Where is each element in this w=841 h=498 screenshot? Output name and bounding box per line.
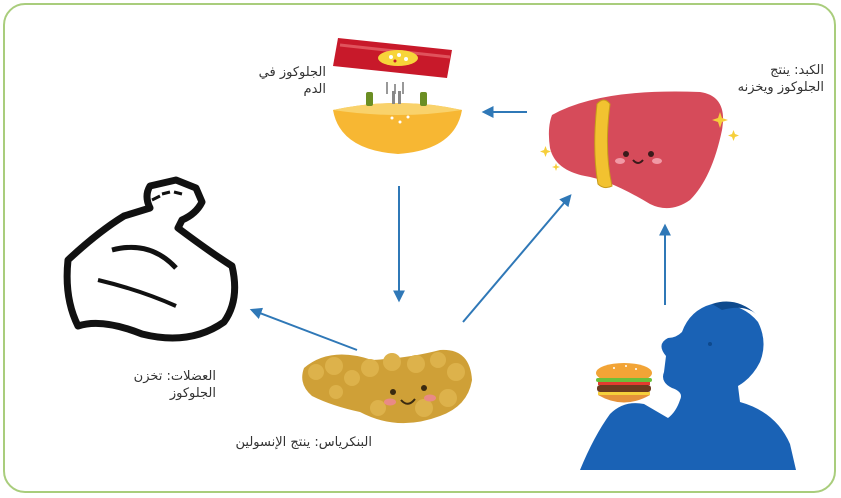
muscles-label-line1: العضلات: تخزن	[96, 368, 216, 385]
person-eating-icon	[580, 302, 796, 470]
cell-icon	[333, 91, 462, 154]
blood-glucose-label-line2: الدم	[230, 81, 326, 98]
liver-label-line1: الكبد: ينتج	[720, 62, 824, 79]
arrow-pancreas-to-liver	[463, 196, 570, 322]
muscles-label-line2: الجلوكوز	[96, 385, 216, 402]
muscles-label: العضلات: تخزن الجلوكوز	[96, 368, 216, 402]
arrow-pancreas-to-muscle	[252, 310, 357, 350]
liver-label-line2: الجلوكوز ويخزنه	[720, 79, 824, 96]
pancreas-label-text: البنكرياس: ينتج الإنسولين	[208, 434, 372, 451]
pancreas-label: البنكرياس: ينتج الإنسولين	[208, 434, 372, 451]
liver-label: الكبد: ينتج الجلوكوز ويخزنه	[720, 62, 824, 96]
blood-vessel-icon	[333, 38, 452, 94]
muscle-arm-icon	[67, 180, 235, 338]
liver-icon	[540, 91, 739, 208]
pancreas-icon	[302, 350, 472, 423]
blood-glucose-label-line1: الجلوكوز في	[230, 64, 326, 81]
blood-glucose-label: الجلوكوز في الدم	[230, 64, 326, 98]
